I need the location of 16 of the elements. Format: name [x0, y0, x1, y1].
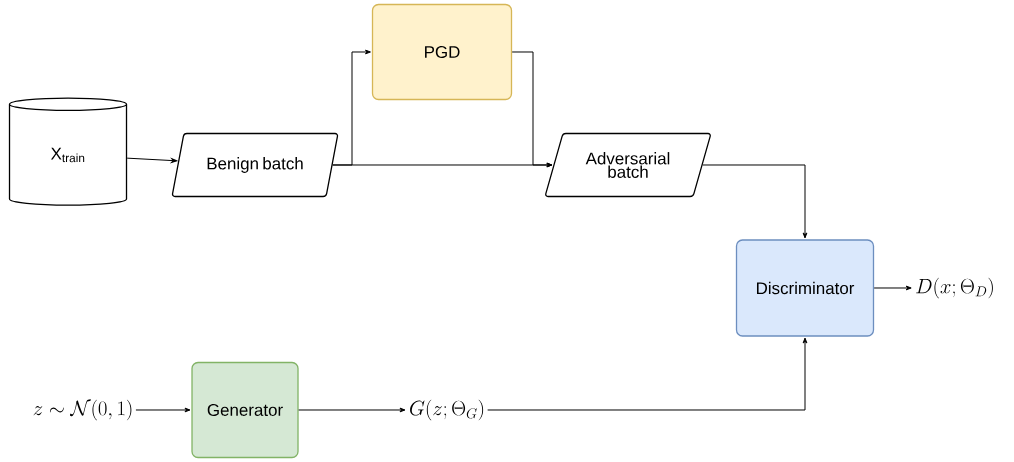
arrow [702, 164, 808, 239]
process-box: Discriminator [735, 239, 875, 337]
data-parallelogram: Adversarial batch [545, 132, 711, 198]
arrow [487, 337, 808, 411]
arrow [511, 51, 553, 168]
process-box: PGD [371, 3, 513, 101]
database-cylinder: X$_{train}$ [8, 97, 128, 206]
input-formula: $z \sim \mathcal{N}(0,1)$ [33, 399, 132, 421]
process-box: Generator [191, 361, 299, 459]
output-formula: $G(z;\Theta_G)$ [410, 399, 484, 421]
arrow [126, 157, 178, 163]
data-parallelogram: Benign batch [171, 132, 339, 198]
arrow [298, 407, 406, 413]
arrow [135, 407, 191, 413]
arrow [873, 285, 912, 291]
output-formula: $D(x;\Theta_D)$ [916, 277, 993, 299]
